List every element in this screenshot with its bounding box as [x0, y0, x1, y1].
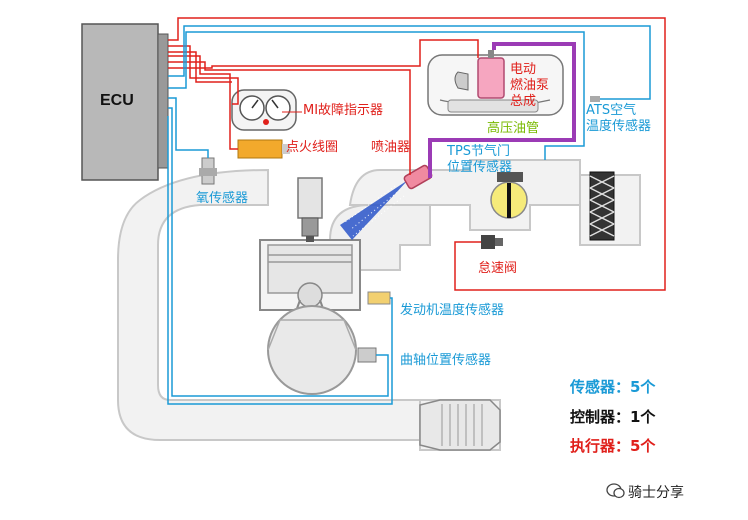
ignition-coil-label: 点火线圈	[286, 140, 339, 155]
catalytic-converter	[419, 399, 501, 451]
summary-actuators: 执行器：5个	[570, 437, 656, 455]
fuel-pump-label-3: 总成	[510, 94, 537, 109]
ignition-coil	[237, 139, 290, 159]
crankshaft	[267, 305, 357, 395]
throttle-valve	[490, 172, 528, 219]
chat-icon	[606, 483, 625, 499]
tps-label-2: 位置传感器	[447, 160, 513, 175]
idle-valve-label: 怠速阀	[478, 261, 518, 276]
actuator-wires	[168, 17, 666, 291]
crank-position-sensor-label: 曲轴位置传感器	[400, 353, 492, 368]
idle-valve-body	[481, 235, 503, 249]
oxygen-sensor-label: 氧传感器	[196, 191, 249, 206]
high-pressure-pipe-label: 高压油管	[487, 121, 540, 136]
injector-label: 喷油器	[371, 140, 411, 155]
ats-sensor-body	[590, 96, 600, 102]
oxygen-sensor-body	[199, 157, 217, 185]
ats-label-1: ATS空气	[586, 103, 637, 118]
engine-temp-sensor-label: 发动机温度传感器	[400, 303, 505, 318]
engine-temp-sensor-body	[367, 291, 391, 305]
fuel-pump	[477, 50, 505, 99]
injector-spray	[340, 180, 408, 240]
summary-controllers: 控制器：1个	[570, 408, 656, 426]
mi-indicator-gauges	[231, 89, 297, 131]
high-pressure-pipe-line	[428, 42, 576, 178]
fuel-pump-label-2: 燃油泵	[510, 78, 550, 93]
ecu-box	[81, 23, 169, 181]
summary-sensors: 传感器：5个	[570, 378, 656, 396]
ecu-label: ECU	[100, 92, 134, 109]
ats-label-2: 温度传感器	[586, 119, 652, 134]
spark-plug	[297, 177, 323, 242]
mi-indicator-label: MI故障指示器	[303, 103, 384, 118]
sensor-wires	[167, 25, 651, 405]
tps-label-1: TPS节气门	[447, 144, 511, 159]
fuel-pump-label-1: 电动	[510, 62, 537, 77]
crank-sensor-body	[357, 347, 377, 363]
brand-label: 骑士分享	[628, 485, 684, 501]
air-filter	[589, 171, 615, 241]
